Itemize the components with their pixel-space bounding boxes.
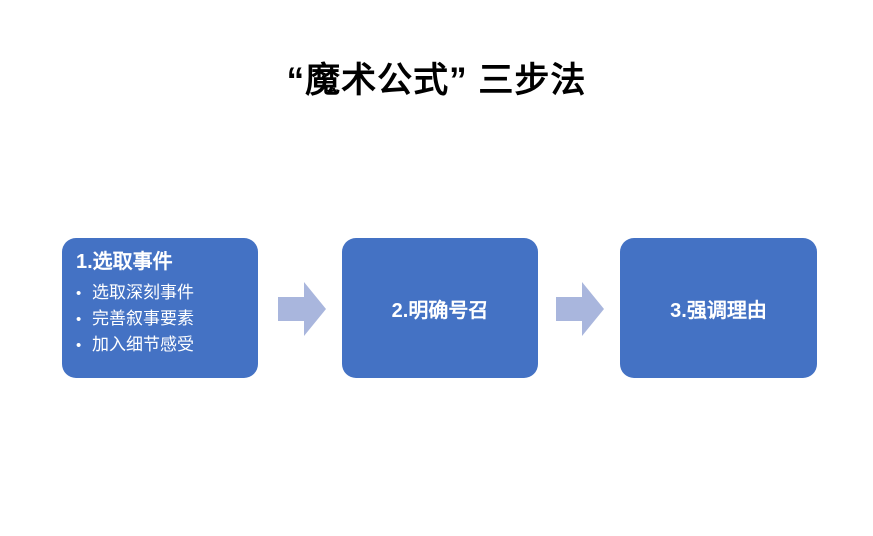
bullet-icon: • [76,311,82,328]
bullet-icon: • [76,337,82,354]
list-item: • 选取深刻事件 [76,280,248,306]
step-box-2: 2.明确号召 [342,238,538,378]
list-item: • 完善叙事要素 [76,306,248,332]
step-1-bullet-list: • 选取深刻事件 • 完善叙事要素 • 加入细节感受 [76,280,248,358]
step-2-heading: 2.明确号召 [391,299,489,322]
right-arrow-icon [278,282,326,336]
bullet-text: 完善叙事要素 [92,309,194,328]
page-title: “魔术公式” 三步法 [286,61,587,100]
right-arrow-shape [278,282,326,336]
step-1-heading: 1.选取事件 [76,251,173,273]
right-arrow-shape [556,282,604,336]
bullet-icon: • [76,285,82,302]
step-box-1: 1.选取事件 • 选取深刻事件 • 完善叙事要素 • 加入细节感受 [62,238,258,378]
step-3-heading: 3.强调理由 [670,299,767,322]
bullet-text: 加入细节感受 [92,335,194,354]
step-box-3: 3.强调理由 [620,238,817,378]
list-item: • 加入细节感受 [76,332,248,358]
bullet-text: 选取深刻事件 [92,283,194,302]
right-arrow-icon [556,282,604,336]
